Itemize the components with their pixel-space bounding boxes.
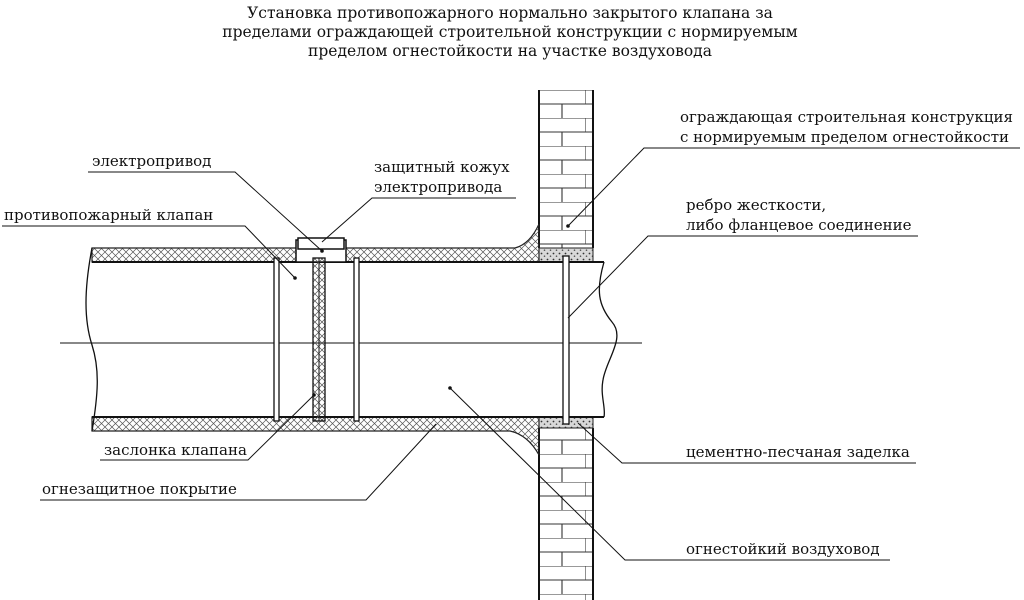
label-drive-cover-line-2: электропривода <box>374 178 502 196</box>
label-duct: огнестойкий воздуховод <box>686 540 880 558</box>
leader-electric-drive <box>88 171 323 252</box>
valve-flange-right <box>353 257 360 422</box>
label-rib-line-1: ребро жесткости, <box>686 196 826 214</box>
label-drive-cover-line-1: защитный кожух <box>374 158 510 176</box>
stiffening-rib <box>562 255 570 425</box>
leader-drive-cover <box>321 197 516 243</box>
label-fire-coating: огнезащитное покрытие <box>42 480 237 498</box>
label-cement-seal: цементно-песчаная заделка <box>686 443 910 461</box>
label-fire-valve: противопожарный клапан <box>4 206 213 224</box>
label-electric-drive: электропривод <box>92 152 211 170</box>
drive-protective-cover <box>297 237 345 250</box>
leader-duct <box>449 387 890 561</box>
title-line-3: пределом огнестойкости на участке воздух… <box>308 42 712 60</box>
label-rib-line-2: либо фланцевое соединение <box>686 216 912 234</box>
leader-fire-coating <box>40 423 437 501</box>
valve-flange-left <box>273 257 280 422</box>
title-line-1: Установка противопожарного нормально зак… <box>247 4 773 22</box>
label-wall-line-1: ограждающая строительная конструкция <box>680 108 1013 126</box>
diagram-title: Установка противопожарного нормально зак… <box>150 4 870 61</box>
leader-damper <box>100 394 315 461</box>
leader-cement-seal <box>577 422 916 464</box>
leader-rib <box>567 235 918 319</box>
label-wall-line-2: с нормируемым пределом огнестойкости <box>680 128 1009 146</box>
fire-rated-wall <box>538 90 594 600</box>
leader-fire-valve <box>2 225 296 279</box>
label-damper: заслонка клапана <box>104 441 247 459</box>
title-line-2: пределами ограждающей строительной конст… <box>222 23 798 41</box>
fire-resistant-duct <box>85 247 618 432</box>
leader-wall <box>567 147 1020 227</box>
